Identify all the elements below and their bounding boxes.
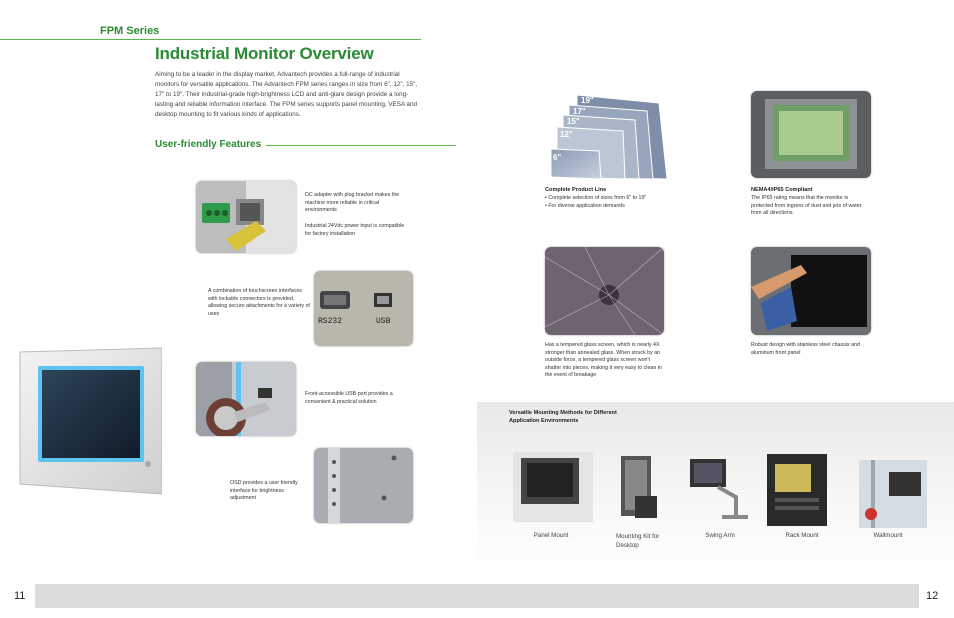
nema-water-image xyxy=(751,91,871,178)
dc-adapter-image xyxy=(196,181,296,253)
dc-adapter-caption: DC adapter with plug bracket makes the m… xyxy=(305,192,400,214)
intro-paragraph: Aiming to be a leader in the display mar… xyxy=(155,71,418,118)
nema-text: The IP65 rating means that the monitor i… xyxy=(751,195,862,217)
desktop-kit-image xyxy=(615,456,660,522)
rack-mount-image xyxy=(767,454,827,526)
footer-bar xyxy=(35,584,919,608)
mount-label-swing-arm: Swing Arm xyxy=(705,532,735,539)
page-title: Industrial Monitor Overview xyxy=(155,44,374,63)
mount-label-rack: Rack Mount xyxy=(785,532,819,539)
product-line-title: Complete Product Line xyxy=(545,187,607,193)
page-number-right: 12 xyxy=(926,590,939,602)
page-number-left: 11 xyxy=(14,590,26,602)
wallmount-image xyxy=(859,460,927,528)
rs232-label: RS232 xyxy=(318,317,343,326)
robust-design-image xyxy=(751,247,871,335)
mounting-title-line-2: Application Environments xyxy=(509,418,579,424)
connectors-image: RS232 USB xyxy=(314,271,413,346)
panel-mount-image xyxy=(513,452,593,522)
size-6: 6" xyxy=(553,153,562,162)
size-17: 17" xyxy=(573,107,586,116)
mount-label-panel: Panel Mount xyxy=(533,532,569,539)
mounting-title-line-1: Versatile Mounting Methods for Different xyxy=(509,410,617,416)
power-input-caption: Industrial 24Vdc power input is compatib… xyxy=(305,223,405,237)
features-rule xyxy=(266,145,456,146)
osd-buttons-image xyxy=(314,448,413,523)
touchscreen-caption: A combination of touchscreen interfaces … xyxy=(208,288,310,317)
robust-caption: Robust design with stainless steel chass… xyxy=(751,342,860,356)
usb-port-image xyxy=(196,362,296,436)
size-stack-graphic: 19" 17" 15" 12" 6" xyxy=(547,93,677,183)
header-rule xyxy=(0,39,421,40)
glass-caption: Has a tempered glass screen, which is ne… xyxy=(545,342,662,379)
features-heading: User-friendly Features xyxy=(155,139,262,150)
monitor-front-image xyxy=(14,346,163,496)
series-label: FPM Series xyxy=(100,25,160,37)
osd-caption: OSD provides a user friendly interface f… xyxy=(230,480,298,502)
product-line-bullet-2: • For diverse application demands xyxy=(545,203,625,209)
usb-caption: Front-accessible USB port provides a con… xyxy=(305,391,393,405)
size-15: 15" xyxy=(567,117,580,126)
size-12: 12" xyxy=(560,130,573,139)
nema-title: NEMA4/IP65 Compliant xyxy=(751,187,813,193)
size-19: 19" xyxy=(581,96,594,105)
product-line-bullet-1: • Complete selection of sizes from 6" to… xyxy=(545,195,647,201)
swing-arm-image xyxy=(688,457,750,521)
usb-label: USB xyxy=(376,317,391,326)
tempered-glass-image xyxy=(545,247,664,335)
mount-label-wall: Wallmount xyxy=(873,532,903,539)
mount-label-desktop: Mounting Kit for Desktop xyxy=(616,533,660,549)
